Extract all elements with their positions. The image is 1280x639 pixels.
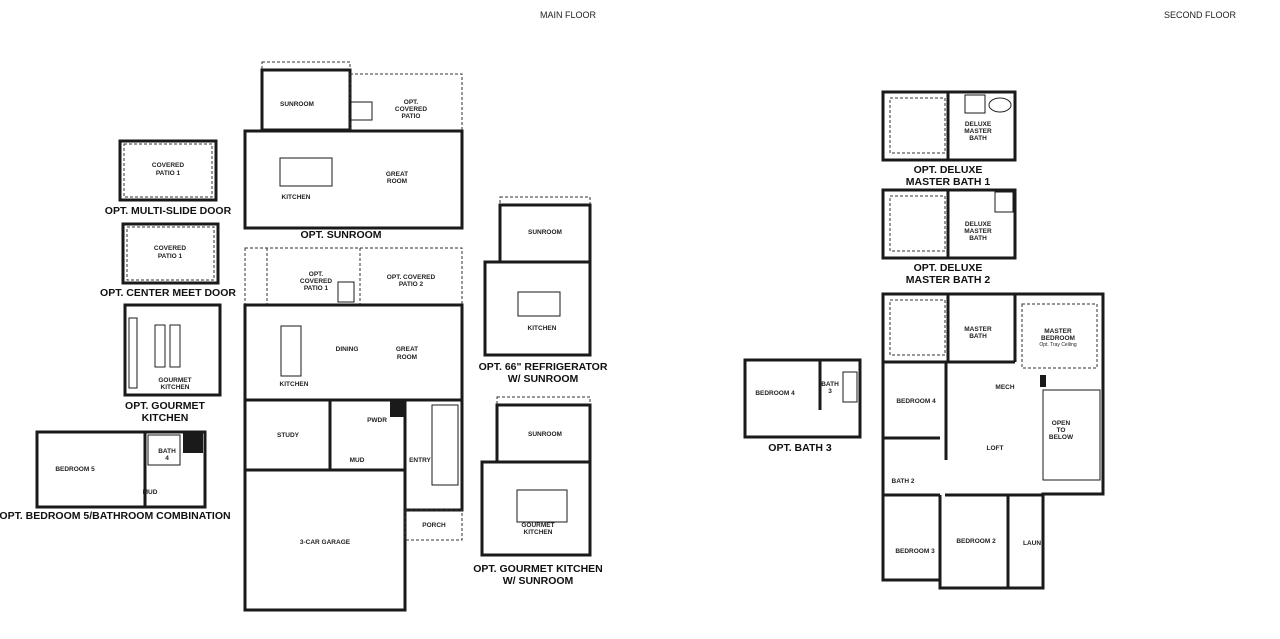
room-label: GREAT (396, 346, 418, 353)
option-title: MASTER BATH 1 (906, 176, 991, 188)
room-label: COVERED (395, 106, 427, 113)
room-label: KITCHEN (161, 384, 190, 391)
room-label: PATIO 1 (304, 285, 329, 292)
main-floor-heading: MAIN FLOOR (540, 10, 597, 20)
option-multi-slide-door: COVERED PATIO 1 OPT. MULTI-SLIDE DOOR (105, 139, 232, 217)
room-label: SUNROOM (280, 101, 314, 108)
room-label: BATH (969, 333, 987, 340)
room-label: BATH (969, 135, 987, 142)
room-label: BEDROOM 3 (895, 548, 935, 555)
room-label: MECH (995, 384, 1014, 391)
room-label: TO (1057, 427, 1066, 434)
second-floor-heading: SECOND FLOOR (1164, 10, 1237, 20)
room-label: ROOM (397, 354, 417, 361)
option-title: KITCHEN (142, 412, 189, 424)
room-label: 3-CAR GARAGE (300, 539, 351, 546)
room-label: COVERED (152, 162, 184, 169)
room-label: Opt. Tray Ceiling (1039, 342, 1076, 348)
room-label: 4 (165, 455, 169, 462)
room-label: 3 (828, 388, 832, 395)
room-label: MASTER (964, 228, 992, 235)
option-title: OPT. SUNROOM (300, 229, 381, 241)
main-floor-plan: OPT. COVERED PATIO 1 OPT. COVERED PATIO … (243, 247, 464, 612)
room-label: STUDY (277, 432, 300, 439)
room-label: KITCHEN (524, 529, 553, 536)
room-label: BEDROOM (1041, 335, 1075, 342)
option-bath-3: BEDROOM 4 BATH 3 OPT. BATH 3 (743, 358, 862, 454)
option-sunroom: SUNROOM OPT. COVERED PATIO GREAT ROOM KI… (243, 61, 464, 241)
room-label: SUNROOM (528, 431, 562, 438)
room-label: PATIO (402, 113, 421, 120)
room-label: BEDROOM 4 (755, 390, 795, 397)
room-label: KITCHEN (528, 325, 557, 332)
option-title: OPT. DELUXE (914, 262, 983, 274)
room-label: LAUN (1023, 540, 1041, 547)
room-label: BELOW (1049, 434, 1074, 441)
room-label: PORCH (422, 522, 446, 529)
option-title: MASTER BATH 2 (906, 274, 991, 286)
room-label: OPT. COVERED (387, 274, 436, 281)
option-bedroom5-bath: BEDROOM 5 BATH 4 MUD OPT. BEDROOM 5/BATH… (0, 430, 231, 522)
room-label: PATIO 1 (156, 170, 181, 177)
option-66-refrigerator: SUNROOM KITCHEN OPT. 66" REFRIGERATOR W/… (479, 196, 608, 385)
option-gourmet-kitchen: GOURMET KITCHEN OPT. GOURMET KITCHEN (123, 303, 222, 424)
room-label: SUNROOM (528, 229, 562, 236)
room-label: DELUXE (965, 121, 992, 128)
option-center-meet-door: COVERED PATIO 1 OPT. CENTER MEET DOOR (100, 222, 236, 299)
room-label: GREAT (386, 171, 408, 178)
option-title: OPT. GOURMET KITCHEN (473, 563, 603, 575)
option-deluxe-master-bath-1: DELUXE MASTER BATH OPT. DELUXE MASTER BA… (881, 90, 1017, 188)
room-label: MUD (350, 457, 365, 464)
room-label: MUD (143, 489, 158, 496)
option-title: OPT. MULTI-SLIDE DOOR (105, 205, 232, 217)
option-title: OPT. CENTER MEET DOOR (100, 287, 236, 299)
room-label: BEDROOM 4 (896, 398, 936, 405)
room-label: BATH (969, 235, 987, 242)
option-title: OPT. BATH 3 (768, 442, 832, 454)
option-title: OPT. BEDROOM 5/BATHROOM COMBINATION (0, 510, 231, 522)
second-floor-plan: MASTER BATH MASTER BEDROOM Opt. Tray Cei… (881, 292, 1105, 590)
room-label: COVERED (154, 245, 186, 252)
room-label: DELUXE (965, 221, 992, 228)
option-deluxe-master-bath-2: DELUXE MASTER BATH OPT. DELUXE MASTER BA… (881, 188, 1017, 286)
room-label: GOURMET (158, 377, 191, 384)
option-gourmet-kitchen-sunroom: SUNROOM GOURMET KITCHEN OPT. GOURMET KIT… (473, 396, 603, 587)
room-label: MASTER (964, 128, 992, 135)
room-label: OPT. (309, 271, 324, 278)
room-label: COVERED (300, 278, 332, 285)
room-label: ROOM (387, 178, 407, 185)
room-label: BATH (158, 448, 176, 455)
room-label: ENTRY (409, 457, 431, 464)
room-label: MASTER (964, 326, 992, 333)
room-label: GOURMET (521, 522, 554, 529)
room-label: PATIO 1 (158, 253, 183, 260)
room-label: BEDROOM 5 (55, 466, 95, 473)
option-title: W/ SUNROOM (508, 373, 579, 385)
option-title: W/ SUNROOM (503, 575, 574, 587)
option-title: OPT. DELUXE (914, 164, 983, 176)
room-label: BEDROOM 2 (956, 538, 996, 545)
option-title: OPT. 66" REFRIGERATOR (479, 361, 608, 373)
room-label: OPEN (1052, 420, 1071, 427)
room-label: PWDR (367, 417, 387, 424)
room-label: KITCHEN (280, 381, 309, 388)
room-label: PATIO 2 (399, 281, 424, 288)
room-label: MASTER (1044, 328, 1072, 335)
option-title: OPT. GOURMET (125, 400, 206, 412)
room-label: BATH (821, 381, 839, 388)
room-label: OPT. (404, 99, 419, 106)
room-label: LOFT (987, 445, 1004, 452)
room-label: KITCHEN (282, 194, 311, 201)
room-label: BATH 2 (892, 478, 915, 485)
room-label: DINING (336, 346, 359, 353)
